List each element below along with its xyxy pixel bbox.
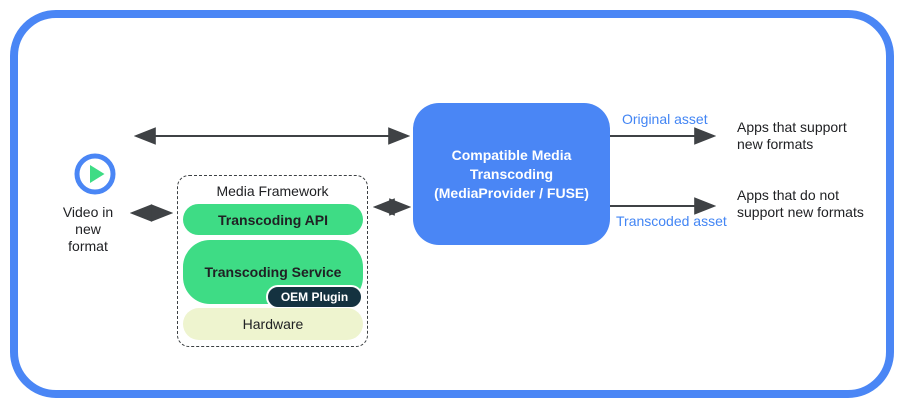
original-asset-label: Original asset xyxy=(622,111,708,127)
compatible-media-transcoding-box: Compatible Media Transcoding (MediaProvi… xyxy=(413,103,610,245)
apps-support-label: Apps that support new formats xyxy=(737,119,847,152)
hardware-pill: Hardware xyxy=(183,308,363,340)
oem-plugin-badge: OEM Plugin xyxy=(266,285,363,309)
video-source-label: Video in new format xyxy=(62,204,114,254)
transcoded-asset-label: Transcoded asset xyxy=(616,213,727,229)
apps-no-support-label: Apps that do not support new formats xyxy=(737,187,864,220)
play-icon xyxy=(74,153,116,195)
transcoding-api-pill: Transcoding API xyxy=(183,204,363,235)
diagram-border xyxy=(10,10,894,398)
media-framework-title: Media Framework xyxy=(216,183,329,199)
media-framework-box: Media Framework Transcoding API Transcod… xyxy=(177,175,368,347)
play-triangle xyxy=(90,165,105,183)
